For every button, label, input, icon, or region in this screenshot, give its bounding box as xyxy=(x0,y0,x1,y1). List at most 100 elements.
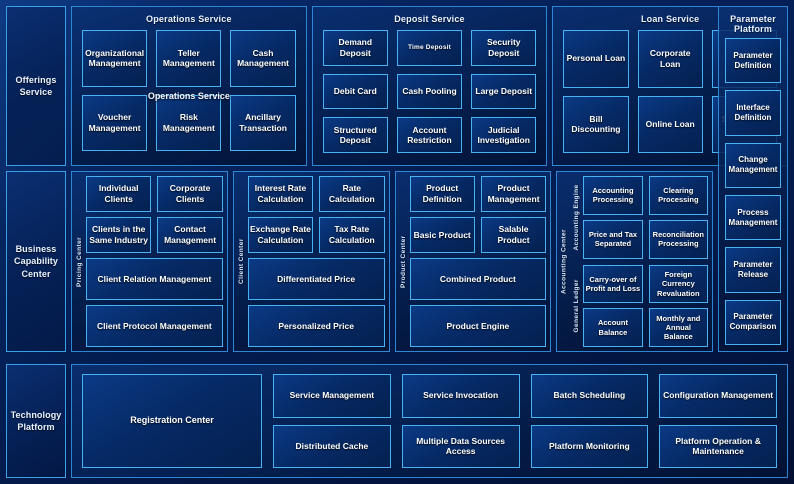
tile-parameter-release[interactable]: Parameter Release xyxy=(725,247,781,293)
tile-basic-product[interactable]: Basic Product xyxy=(409,217,475,253)
tile-interface-definition[interactable]: Interface Definition xyxy=(725,90,781,136)
tile-judicial-investigation[interactable]: Judicial Investigation xyxy=(471,117,537,153)
tile-reconciliation-processing[interactable]: Reconciliation Processing xyxy=(648,219,708,259)
tile-clearing-processing[interactable]: Clearing Processing xyxy=(648,176,708,215)
vlabel-accounting-center: Accounting Center xyxy=(560,229,568,294)
client-center-row-1: Interest Rate Calculation Rate Calculati… xyxy=(247,176,385,212)
vlabel-general-ledger: General Ledger xyxy=(573,279,581,333)
tile-rate-calculation[interactable]: Rate Calculation xyxy=(319,176,385,212)
tile-multiple-data-sources-access[interactable]: Multiple Data Sources Access xyxy=(401,424,520,468)
tile-demand-deposit[interactable]: Demand Deposit xyxy=(322,30,388,66)
tile-corporate-clients[interactable]: Corporate Clients xyxy=(157,176,223,212)
tile-cash-management[interactable]: Cash Management xyxy=(230,30,296,87)
tile-tax-rate-calculation[interactable]: Tax Rate Calculation xyxy=(319,217,385,253)
tile-exchange-rate-calculation[interactable]: Exchange Rate Calculation xyxy=(247,217,314,253)
tile-teller-management[interactable]: Teller Management xyxy=(156,30,222,87)
tile-account-restriction[interactable]: Account Restriction xyxy=(396,117,463,153)
tile-service-management[interactable]: Service Management xyxy=(273,374,391,418)
tile-accounting-processing[interactable]: Accounting Processing xyxy=(583,176,643,215)
tile-salable-product[interactable]: Salable Product xyxy=(480,217,547,253)
tile-online-loan[interactable]: Online Loan xyxy=(637,95,703,153)
tile-parameter-definition[interactable]: Parameter Definition xyxy=(725,38,781,84)
tile-platform-monitoring[interactable]: Platform Monitoring xyxy=(530,424,649,468)
spine-label-technology-platform: Technology Platform xyxy=(6,364,66,478)
vlabel-product-center: Product Center xyxy=(399,235,407,288)
tile-large-deposit[interactable]: Large Deposit xyxy=(471,73,537,110)
panel-deposit-service[interactable]: Deposit Service Demand Deposit Time Depo… xyxy=(311,6,548,166)
technology-column-1: Service Management Distributed Cache xyxy=(273,374,391,468)
tile-structured-deposit[interactable]: Structured Deposit xyxy=(322,117,388,153)
tile-clients-in-the-same-industry[interactable]: Clients in the Same Industry xyxy=(86,217,152,253)
tile-price-and-tax-separated[interactable]: Price and Tax Separated xyxy=(583,219,643,259)
tile-monthly-and-annual-balance[interactable]: Monthly and Annual Balance xyxy=(648,308,708,347)
tile-risk-management[interactable]: Risk Management xyxy=(156,94,222,151)
panel-accounting-center[interactable]: Accounting Center Accounting Engine Acco… xyxy=(556,171,713,352)
vlabel-accounting-engine: Accounting Engine xyxy=(573,184,581,251)
tile-batch-scheduling[interactable]: Batch Scheduling xyxy=(530,374,649,418)
panel-parameter-platform[interactable]: Parameter Platform Parameter Definition … xyxy=(718,6,788,352)
panel-title-deposit-service: Deposit Service xyxy=(394,14,465,24)
accounting-engine-block: Accounting Engine Accounting Processing … xyxy=(570,176,708,259)
panel-technology-platform[interactable]: Registration Center Service Management D… xyxy=(71,364,788,478)
product-center-row-1: Product Definition Product Management xyxy=(409,176,547,212)
tile-product-definition[interactable]: Product Definition xyxy=(409,176,475,212)
tile-individual-clients[interactable]: Individual Clients xyxy=(86,176,152,212)
row-business-capability-center: Business Capability Center Pricing Cente… xyxy=(6,171,788,352)
technology-column-4: Configuration Management Platform Operat… xyxy=(659,374,777,468)
operations-service-tile-grid: Organizational Management Teller Managem… xyxy=(72,28,306,165)
tile-personalized-price[interactable]: Personalized Price xyxy=(247,305,385,347)
accounting-center-blocks: Accounting Engine Accounting Processing … xyxy=(570,176,708,347)
client-center-row-2: Exchange Rate Calculation Tax Rate Calcu… xyxy=(247,217,385,253)
tile-change-management[interactable]: Change Management xyxy=(725,142,781,188)
tile-corporate-loan[interactable]: Corporate Loan xyxy=(637,30,703,88)
spine-label-offerings-service: Offerings Service xyxy=(6,6,66,166)
tile-product-engine[interactable]: Product Engine xyxy=(409,305,547,347)
tile-debit-card[interactable]: Debit Card xyxy=(322,73,388,110)
panel-product-center[interactable]: Product Center Product Definition Produc… xyxy=(394,171,552,352)
tile-configuration-management[interactable]: Configuration Management xyxy=(659,374,777,418)
row-technology-platform: Technology Platform Registration Center … xyxy=(6,364,788,478)
tile-client-relation-management[interactable]: Client Relation Management xyxy=(86,258,223,300)
tile-registration-center[interactable]: Registration Center xyxy=(82,374,262,468)
tile-client-protocol-management[interactable]: Client Protocol Management xyxy=(86,305,223,347)
tile-product-management[interactable]: Product Management xyxy=(480,176,547,212)
tile-process-management[interactable]: Process Management xyxy=(725,194,781,241)
tile-contact-management[interactable]: Contact Management xyxy=(157,217,223,253)
offerings-panel-group: Operations Service Operations Service Or… xyxy=(71,6,789,166)
tile-foreign-currency-revaluation[interactable]: Foreign Currency Revaluation xyxy=(648,264,708,304)
panel-pricing-center[interactable]: Pricing Center Individual Clients Corpor… xyxy=(71,171,228,352)
pricing-center-row-1: Individual Clients Corporate Clients xyxy=(86,176,223,212)
parameter-platform-item-list: Parameter Definition Interface Definitio… xyxy=(725,38,781,345)
panel-client-center[interactable]: Client Center Interest Rate Calculation … xyxy=(232,171,390,352)
panel-operations-service[interactable]: Operations Service Operations Service Or… xyxy=(71,6,307,166)
tile-bill-discounting[interactable]: Bill Discounting xyxy=(563,95,629,153)
tile-platform-operation-and-maintenance[interactable]: Platform Operation & Maintenance xyxy=(659,424,777,468)
deposit-service-tile-grid: Demand Deposit Time Deposit Security Dep… xyxy=(313,28,547,165)
tile-carry-over-of-profit-and-loss[interactable]: Carry-over of Profit and Loss xyxy=(583,264,643,304)
pricing-center-stack: Individual Clients Corporate Clients Cli… xyxy=(86,176,223,347)
technology-column-3: Batch Scheduling Platform Monitoring xyxy=(530,374,649,468)
tile-voucher-management[interactable]: Voucher Management xyxy=(82,94,148,151)
pricing-center-row-2: Clients in the Same Industry Contact Man… xyxy=(86,217,223,253)
accounting-engine-grid: Accounting Processing Clearing Processin… xyxy=(583,176,708,259)
tile-personal-loan[interactable]: Personal Loan xyxy=(563,30,629,88)
tile-interest-rate-calculation[interactable]: Interest Rate Calculation xyxy=(247,176,314,212)
tile-differentiated-price[interactable]: Differentiated Price xyxy=(247,258,385,300)
tile-distributed-cache[interactable]: Distributed Cache xyxy=(273,424,391,468)
tile-cash-pooling[interactable]: Cash Pooling xyxy=(396,73,463,110)
business-panel-group: Pricing Center Individual Clients Corpor… xyxy=(71,171,788,352)
vlabel-pricing-center: Pricing Center xyxy=(76,236,83,287)
tile-combined-product[interactable]: Combined Product xyxy=(409,258,547,300)
tile-service-invocation[interactable]: Service Invocation xyxy=(401,374,520,418)
row-offerings-service: Offerings Service Operations Service Ope… xyxy=(6,6,789,166)
tile-time-deposit[interactable]: Time Deposit xyxy=(396,30,463,66)
panel-title-loan-service: Loan Service xyxy=(640,14,700,24)
tile-account-balance[interactable]: Account Balance xyxy=(583,308,643,347)
tile-security-deposit[interactable]: Security Deposit xyxy=(471,30,537,66)
tile-ancillary-transaction[interactable]: Ancillary Transaction xyxy=(230,94,296,151)
spine-label-business-capability-center: Business Capability Center xyxy=(6,171,66,352)
general-ledger-block: General Ledger Carry-over of Profit and … xyxy=(570,264,708,347)
tile-parameter-comparison[interactable]: Parameter Comparison xyxy=(725,299,781,345)
tile-organizational-management[interactable]: Organizational Management xyxy=(82,30,148,87)
